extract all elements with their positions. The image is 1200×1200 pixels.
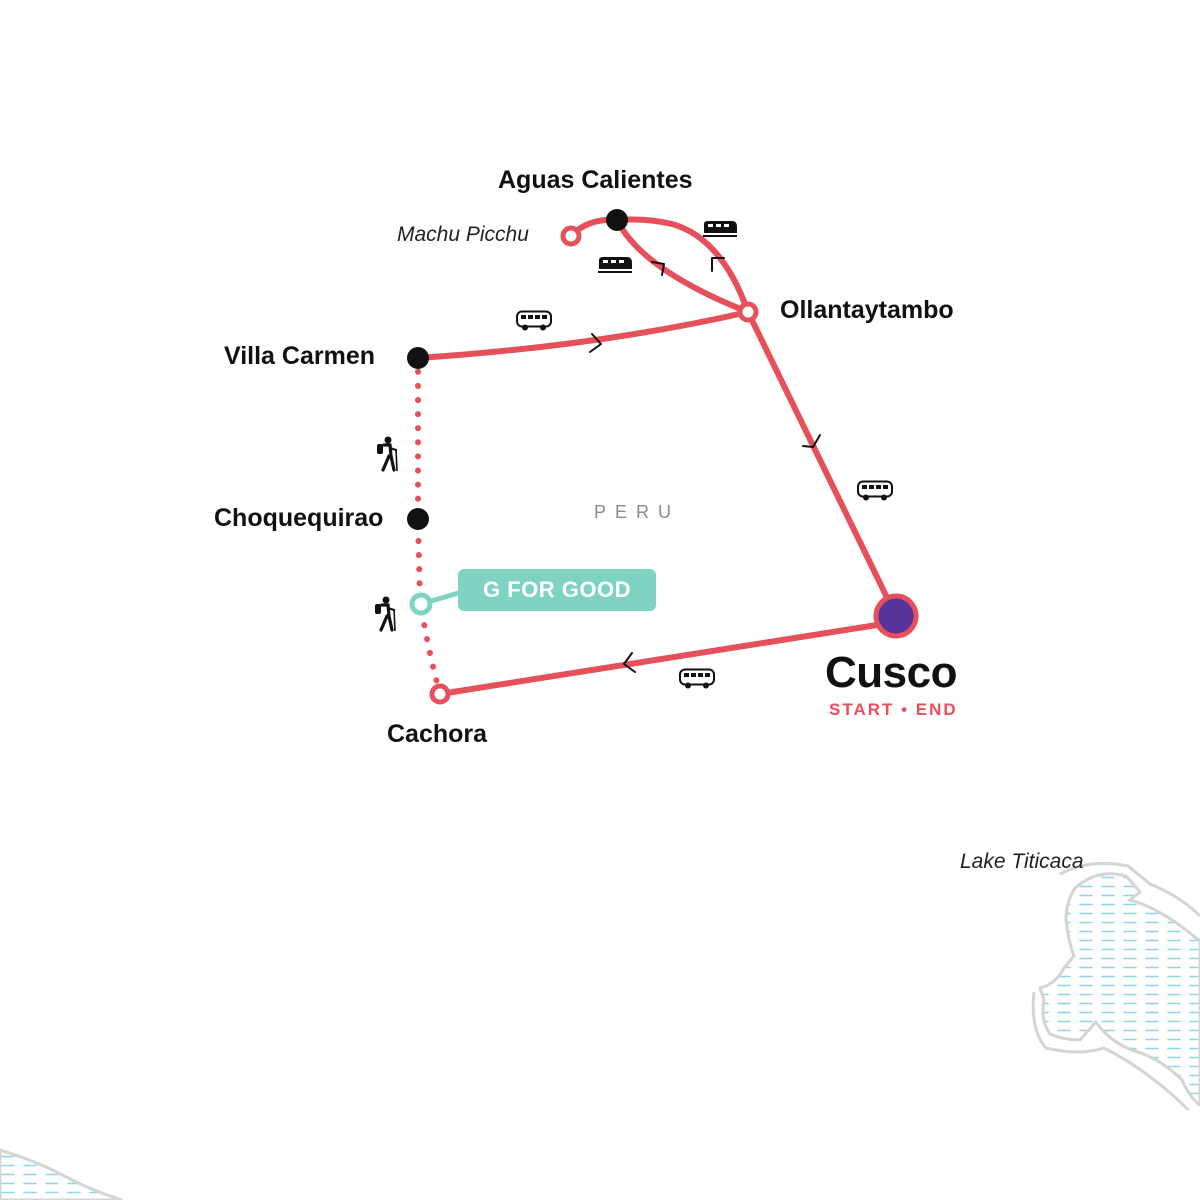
start-marker-cusco [873,593,919,639]
train-icon [598,257,632,273]
route-ollantaytambo-to-aguas-calientes-train [614,216,751,315]
stop-machu-picchu [560,225,582,247]
direction-arrow [802,434,821,448]
label-villa-carmen: Villa Carmen [224,342,376,370]
direction-arrows [589,257,821,673]
route-cusco-to-cachora [437,619,899,697]
bus-icon [679,668,715,689]
label-choquequirao: Choquequirao [214,504,384,532]
route-villa-carmen-to-ollantaytambo [415,309,751,361]
stop-choquequirao [407,508,429,530]
route-ollantaytambo-to-cusco [745,309,899,619]
label-country-peru: PERU [594,502,681,522]
stop-g-for-good [409,592,433,616]
stop-villa-carmen [407,347,429,369]
stop-ollantaytambo [737,301,759,323]
label-machu-picchu: Machu Picchu [397,223,529,246]
route-lines [415,216,899,697]
label-lake-titicaca: Lake Titicaca [960,850,1084,873]
direction-arrow [623,652,636,673]
label-cusco: Cusco [825,648,957,697]
bus-icon [516,310,552,331]
bus-icon [857,480,893,501]
direction-arrow [711,257,725,272]
label-ollantaytambo: Ollantaytambo [780,296,954,324]
direction-arrow [589,333,602,353]
hiker-icon [375,596,396,632]
stop-cachora [429,683,451,705]
train-icon [703,221,737,237]
label-aguas-calientes: Aguas Calientes [498,166,693,194]
label-cachora: Cachora [387,720,488,748]
g-for-good-badge: G FOR GOOD [458,569,656,611]
direction-arrow [651,261,665,276]
label-start-end: START • END [829,700,958,719]
hiker-icon [377,436,398,472]
coast-shape [0,1148,123,1200]
stop-aguas-calientes [606,209,628,231]
lake-titicaca-shape [1038,872,1200,1107]
lake-titicaca-outer-shore [1031,861,1200,1111]
